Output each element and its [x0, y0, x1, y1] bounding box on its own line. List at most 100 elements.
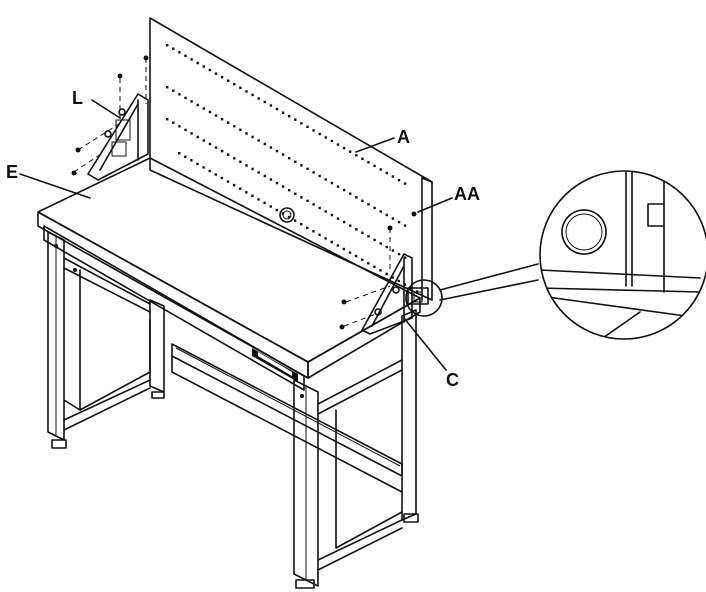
peg-hole [361, 199, 364, 202]
peg-hole [257, 139, 260, 142]
peg-hole [349, 150, 352, 153]
peg-hole [184, 155, 187, 158]
peg-hole [214, 72, 218, 75]
peg-hole [391, 175, 395, 178]
peg-hole [220, 76, 224, 79]
peg-hole [318, 233, 321, 236]
peg-hole [263, 201, 266, 205]
peg-hole [391, 276, 394, 279]
peg-hole [294, 192, 297, 195]
brand-plate [252, 348, 298, 382]
peg-hole [312, 230, 315, 233]
peg-hole [269, 146, 273, 149]
leader-L [91, 99, 121, 119]
peg-hole [355, 196, 358, 199]
peg-hole [330, 213, 334, 217]
leg-frame [47, 231, 419, 589]
peg-hole [166, 86, 169, 89]
peg-hole [397, 279, 400, 283]
peg-hole [379, 242, 382, 245]
peg-hole [336, 143, 340, 146]
pegboard-panel [149, 17, 433, 301]
peg-hole [288, 189, 291, 192]
peg-hole [227, 79, 230, 82]
screw-aa [411, 211, 417, 217]
callout-labels: L A E AA C [6, 88, 480, 390]
peg-hole [251, 194, 254, 197]
peg-hole [379, 168, 382, 171]
peg-hole [172, 121, 175, 124]
peg-hole [342, 146, 346, 150]
peg-hole [257, 97, 260, 100]
peg-hole [184, 128, 187, 132]
peg-hole [214, 173, 217, 176]
peg-hole [257, 171, 260, 174]
peg-hole [306, 226, 309, 229]
peg-hole [306, 167, 309, 170]
peg-hole [281, 111, 285, 114]
peg-hole [196, 61, 199, 65]
peg-hole [349, 224, 352, 227]
peg-hole [385, 272, 388, 276]
peg-hole [275, 149, 279, 153]
peg-hole [202, 107, 205, 110]
peg-hole [397, 220, 401, 224]
label-L: L [72, 88, 83, 108]
label-C: C [446, 370, 459, 390]
peg-hole [355, 154, 358, 157]
peg-hole [269, 205, 272, 208]
peg-hole [324, 237, 327, 240]
peg-hole [318, 132, 321, 136]
right-bracket [339, 211, 429, 335]
peg-hole [196, 103, 199, 107]
peg-hole [269, 104, 273, 107]
peg-hole [166, 118, 169, 121]
peg-hole [281, 185, 285, 188]
peg-hole [294, 118, 297, 121]
peg-hole [184, 54, 187, 57]
peg-hole [190, 100, 193, 103]
peg-hole [342, 247, 346, 251]
peg-hole [379, 210, 382, 213]
peg-hole [202, 139, 205, 142]
peg-hole [287, 215, 291, 219]
peg-hole [220, 176, 224, 180]
peg-hole [172, 47, 175, 50]
peg-hole [330, 139, 334, 143]
peg-hole [263, 142, 266, 146]
peg-hole [348, 251, 352, 254]
peg-hole [251, 93, 254, 97]
peg-hole [166, 44, 169, 47]
pegboard-holes [166, 44, 419, 293]
peg-hole [300, 223, 303, 226]
peg-hole [342, 220, 346, 224]
peg-hole [349, 192, 352, 195]
peg-hole [233, 83, 236, 86]
peg-hole [324, 178, 327, 181]
peg-hole [202, 65, 205, 68]
peg-hole [190, 132, 193, 135]
peg-hole [208, 142, 212, 146]
peg-hole [336, 244, 339, 247]
peg-hole [208, 110, 212, 114]
peg-hole [403, 224, 407, 227]
peg-hole [300, 164, 303, 167]
peg-hole [257, 198, 260, 201]
peg-hole [178, 152, 181, 155]
peg-hole [391, 249, 395, 252]
peg-hole [232, 183, 236, 187]
peg-hole [214, 146, 218, 149]
peg-hole [391, 217, 395, 220]
peg-hole [269, 178, 273, 181]
peg-hole [403, 283, 407, 286]
peg-hole [190, 159, 193, 162]
peg-hole [367, 262, 370, 265]
label-A: A [397, 127, 410, 147]
peg-hole [178, 93, 181, 96]
peg-hole [330, 181, 334, 185]
peg-hole [288, 157, 291, 160]
peg-hole [385, 171, 388, 175]
peg-hole [312, 129, 315, 132]
peg-hole [275, 107, 279, 111]
peg-hole [245, 90, 248, 93]
